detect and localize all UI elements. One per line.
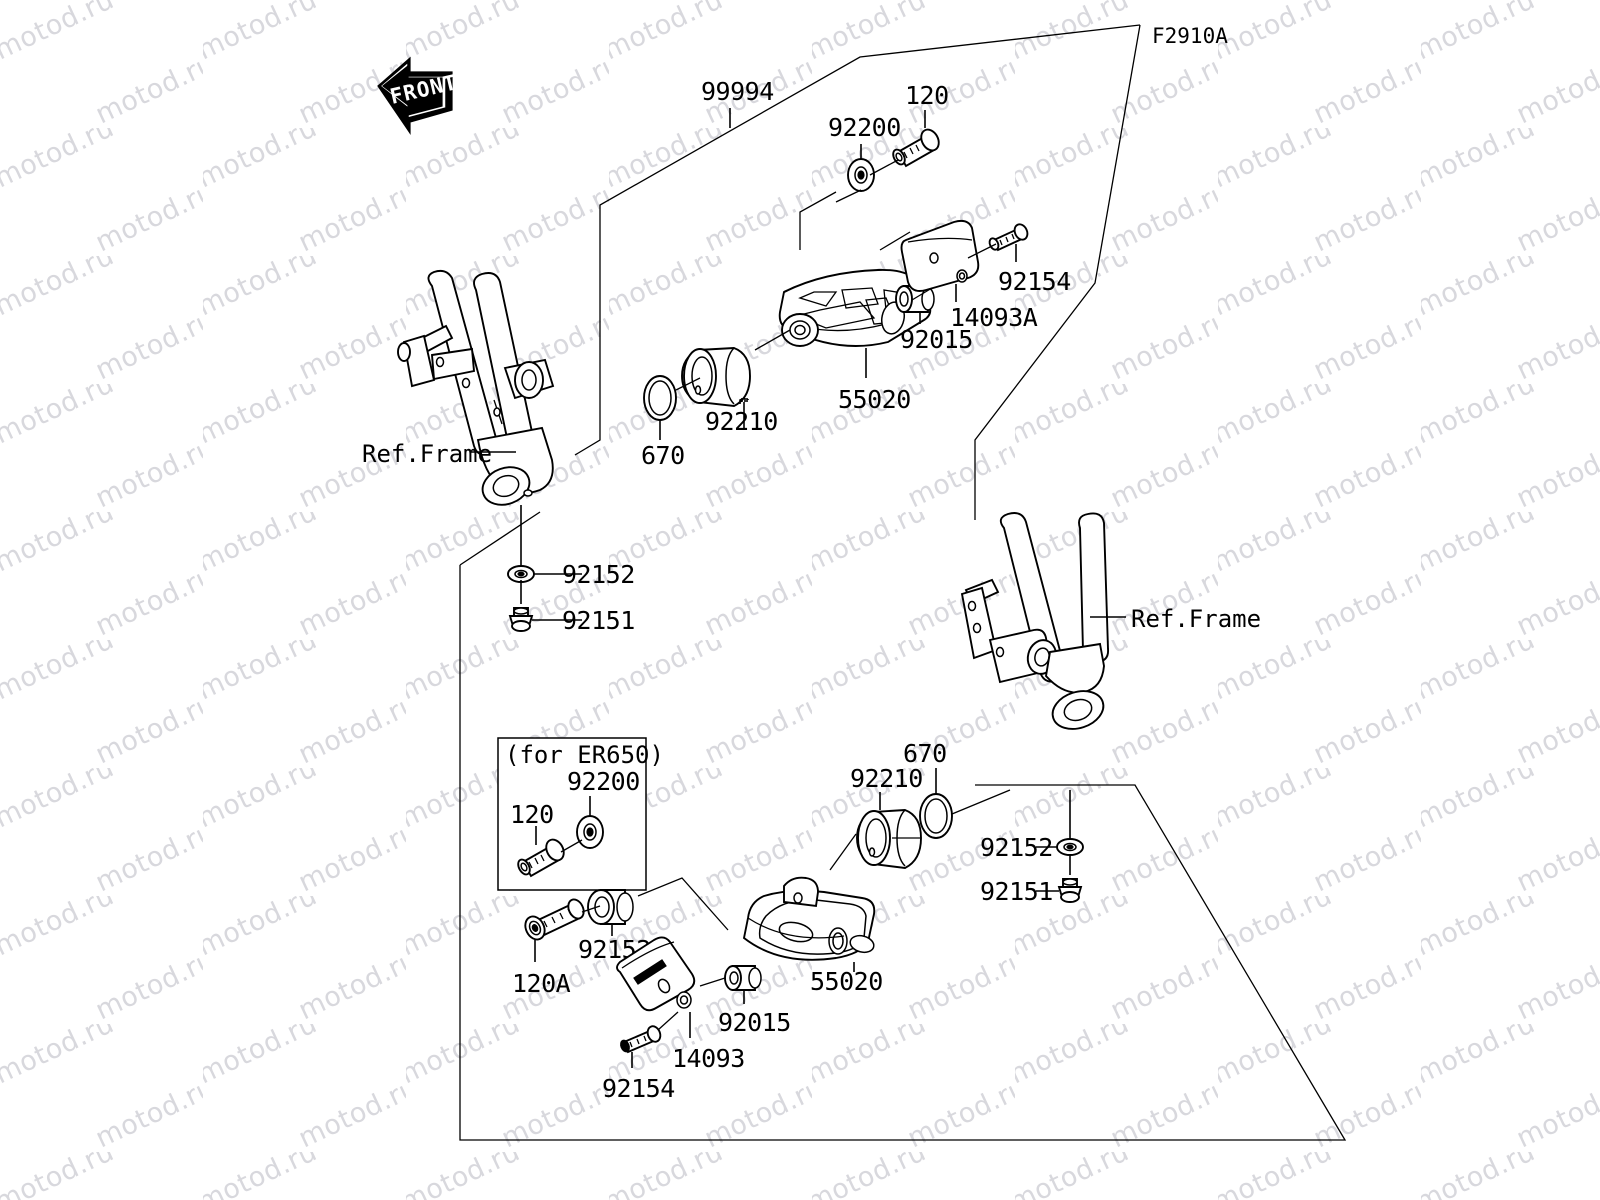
label-92151-top: 92151	[562, 606, 635, 635]
part-14093	[616, 936, 696, 1012]
label-14093A: 14093A	[950, 303, 1038, 332]
label-670-top: 670	[641, 441, 685, 470]
part-92015-bottom	[724, 965, 762, 991]
label-99994: 99994	[701, 77, 774, 106]
label-92015-bottom: 92015	[718, 1008, 791, 1037]
part-92015-top	[895, 285, 935, 313]
label-inset-120: 120	[510, 800, 554, 829]
label-ref-frame-right: Ref.Frame	[1131, 605, 1261, 633]
label-55020-top: 55020	[838, 385, 911, 414]
part-92154-bottom	[620, 1025, 662, 1054]
inset-title: (for ER650)	[505, 741, 664, 769]
diagram-code: F2910A	[1152, 24, 1228, 48]
part-55020-bottom	[742, 876, 876, 961]
section-outline-top	[574, 24, 1141, 520]
part-92154-top	[988, 223, 1029, 252]
label-92152-bottom: 92152	[980, 833, 1053, 862]
part-92210-top	[681, 347, 751, 407]
label-92210-top: 92210	[705, 407, 778, 436]
leader-92210-top	[739, 397, 746, 404]
label-670-bottom: 670	[903, 739, 947, 768]
label-14093: 14093	[672, 1044, 745, 1073]
section-outline-bottom	[459, 511, 1347, 1141]
label-92200-top: 92200	[828, 113, 901, 142]
ref-frame-part-right	[960, 512, 1109, 730]
part-670-top	[643, 375, 677, 421]
label-92151-bottom: 92151	[980, 877, 1053, 906]
part-92152A	[587, 889, 634, 925]
inset-box-er650: (for ER650) 92200 120	[497, 737, 664, 891]
ref-frame-part-left	[397, 269, 555, 506]
label-92154-top: 92154	[998, 267, 1071, 296]
part-670-bottom	[919, 793, 953, 839]
part-14093A-top	[900, 219, 980, 292]
label-120-top: 120	[905, 81, 949, 110]
part-120A	[524, 898, 585, 941]
label-inset-92200: 92200	[567, 767, 640, 796]
label-92210-bottom: 92210	[850, 764, 923, 793]
part-92151-top	[508, 607, 534, 632]
label-55020-bottom: 55020	[810, 967, 883, 996]
label-92015-top: 92015	[900, 325, 973, 354]
label-120A: 120A	[512, 969, 571, 998]
inset-part-120	[517, 838, 565, 878]
part-92152-bottom	[1056, 838, 1084, 856]
label-92152-top: 92152	[562, 560, 635, 589]
assembly-guides-bottom	[581, 789, 1011, 1031]
part-55020-top	[778, 268, 932, 347]
part-92200-top	[847, 158, 875, 192]
inset-part-92200	[576, 815, 604, 849]
part-92210-bottom	[856, 809, 922, 869]
front-direction-badge: FRONT	[377, 56, 460, 135]
inset-guide	[560, 839, 583, 853]
part-92152-top	[507, 565, 535, 583]
part-92151-bottom	[1057, 878, 1083, 903]
label-92154-bottom: 92154	[602, 1074, 675, 1103]
assembly-guides-top	[675, 159, 997, 391]
label-ref-frame-left: Ref.Frame	[362, 440, 492, 468]
